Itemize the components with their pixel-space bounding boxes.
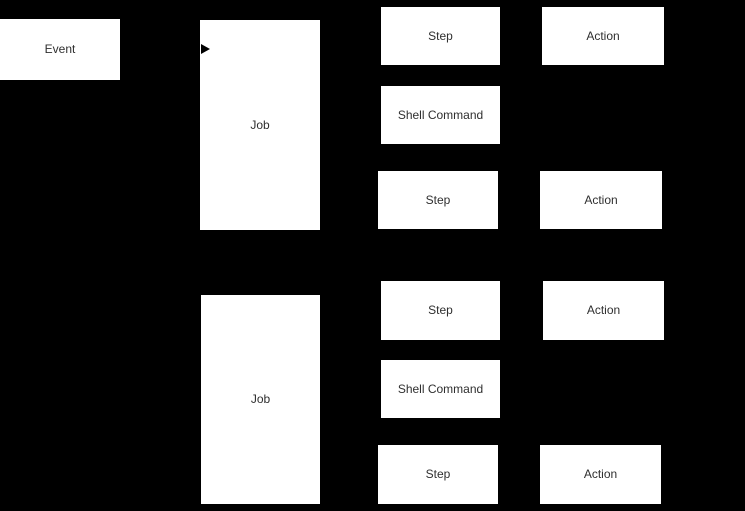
- node-step-1[interactable]: Step: [381, 7, 500, 65]
- node-event[interactable]: Event: [0, 19, 120, 80]
- node-action-3[interactable]: Action: [543, 281, 664, 340]
- node-action-2-label: Action: [584, 192, 618, 207]
- node-step-4-label: Step: [425, 467, 451, 482]
- node-shell-command-1-label: Shell Command: [397, 107, 484, 122]
- node-job-1-label: Job: [250, 117, 270, 132]
- node-action-4-label: Action: [583, 467, 618, 482]
- node-step-3[interactable]: Step: [381, 281, 500, 340]
- node-job-2[interactable]: Job: [201, 295, 320, 504]
- node-step-2-label: Step: [425, 192, 451, 207]
- node-job-2-label: Job: [250, 392, 271, 407]
- arrow-right-icon: [201, 44, 210, 54]
- node-shell-command-2-label: Shell Command: [397, 381, 484, 396]
- node-step-3-label: Step: [428, 303, 453, 318]
- node-action-4[interactable]: Action: [540, 445, 661, 504]
- node-event-label: Event: [44, 42, 76, 57]
- node-action-1-label: Action: [586, 28, 620, 43]
- node-shell-command-2[interactable]: Shell Command: [381, 360, 500, 418]
- node-job-1[interactable]: Job: [200, 20, 320, 230]
- node-shell-command-1[interactable]: Shell Command: [381, 86, 500, 144]
- node-step-2[interactable]: Step: [378, 171, 498, 229]
- node-action-3-label: Action: [586, 303, 621, 318]
- node-action-1[interactable]: Action: [542, 7, 664, 65]
- node-action-2[interactable]: Action: [540, 171, 662, 229]
- node-step-4[interactable]: Step: [378, 445, 498, 504]
- node-step-1-label: Step: [428, 28, 453, 43]
